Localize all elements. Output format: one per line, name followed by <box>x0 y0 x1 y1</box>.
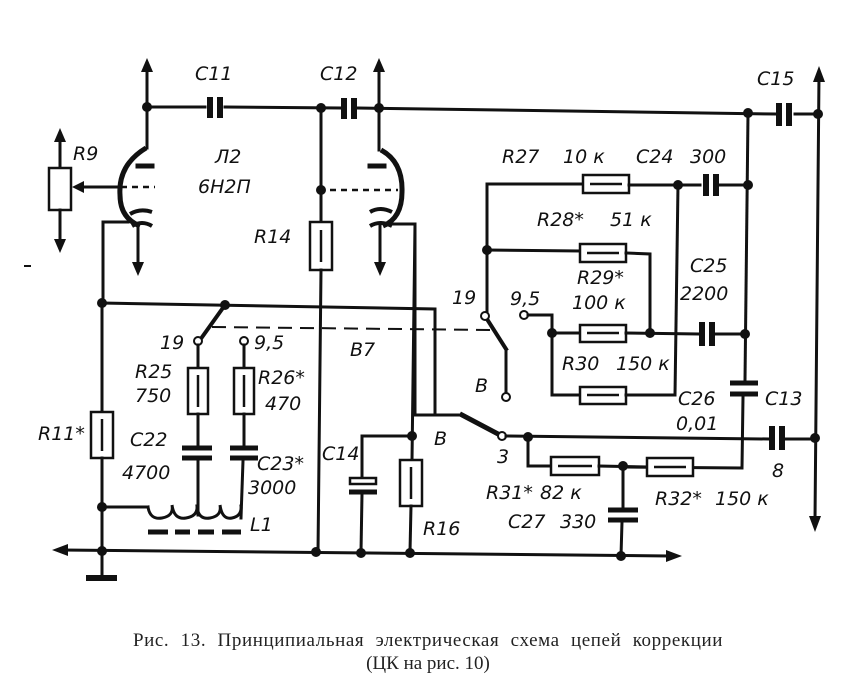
label-r32-name: R32* <box>655 488 702 510</box>
label-r28-name: R28* <box>537 209 584 231</box>
switch-linkage <box>211 326 491 331</box>
junction-dot <box>97 502 107 512</box>
label-c22-name: C22 <box>130 429 167 451</box>
label-r9: R9 <box>73 143 98 165</box>
junction-dot <box>743 108 753 118</box>
wire <box>360 434 414 478</box>
label-c26-value: 0,01 <box>676 413 718 435</box>
capacitor-c11 <box>207 97 223 118</box>
correction-circuit-schematic: C11 C12 R9 Л2 6Н2П <box>24 58 825 581</box>
wire <box>619 520 624 558</box>
label-r29-value: 100 к <box>572 292 626 314</box>
wire <box>485 182 585 317</box>
label-c13-value: 8 <box>772 460 784 482</box>
junction-dot <box>311 547 321 557</box>
vacuum-tube-right <box>330 147 405 229</box>
wire <box>100 301 464 417</box>
wire <box>526 435 552 468</box>
label-c22-value: 4700 <box>122 462 170 484</box>
label-r31-name: R31* <box>486 482 533 504</box>
label-tube-name: Л2 <box>214 146 241 168</box>
label-r14: R14 <box>254 226 291 248</box>
label-switch: B7 <box>350 339 375 361</box>
label-r27-name: R27 <box>502 146 539 168</box>
label-c23-name: C23* <box>257 453 304 475</box>
label-tube-type: 6Н2П <box>198 176 251 198</box>
label-c14: C14 <box>322 443 359 465</box>
label-c12: C12 <box>320 63 357 85</box>
vacuum-tube-left <box>117 145 155 229</box>
wire <box>624 331 700 336</box>
label-c24-name: C24 <box>636 146 673 168</box>
plate-supply-arrow-2 <box>373 58 385 152</box>
wire <box>743 112 750 382</box>
label-contact-3: 3 <box>497 446 509 468</box>
label-c25-value: 2200 <box>680 283 728 305</box>
label-r25-value: 750 <box>135 385 171 407</box>
label-r31-value: 82 к <box>540 482 582 504</box>
label-r25-name: R25 <box>135 361 172 383</box>
switch-blade-right <box>482 313 509 352</box>
wire <box>101 220 130 302</box>
top-bus-wire <box>148 105 820 116</box>
wire <box>624 251 652 335</box>
cathode-arrow-1 <box>132 224 144 276</box>
label-r30-name: R30 <box>562 353 599 375</box>
label-c27-name: C27 <box>508 511 545 533</box>
label-r26-value: 470 <box>265 393 301 415</box>
wire <box>408 504 413 554</box>
capacitor-c14 <box>348 476 378 486</box>
junction-dot <box>813 109 823 119</box>
figure-caption-line-1: Рис. 13. Принципиальная электрическая сх… <box>132 630 724 651</box>
wire <box>316 268 323 554</box>
label-r27-value: 10 к <box>563 146 605 168</box>
label-contact-9-5-right: 9,5 <box>510 288 540 310</box>
label-r29-name: R29* <box>577 267 624 289</box>
junction-dot <box>645 328 655 338</box>
label-c25-name: C25 <box>690 255 727 277</box>
switch-blade-left <box>197 302 228 343</box>
potentiometer-r9 <box>47 128 122 253</box>
capacitor-c12 <box>341 98 357 119</box>
label-contact-B-right: B <box>475 375 488 397</box>
label-c26-name: C26 <box>678 388 715 410</box>
contact-B-right <box>501 392 511 402</box>
label-c11: C11 <box>195 63 232 85</box>
label-c13-name: C13 <box>765 388 802 410</box>
cathode-arrow-2 <box>374 224 386 276</box>
bottom-bus-wire <box>52 544 682 562</box>
label-l1: L1 <box>250 514 273 536</box>
label-c23-value: 3000 <box>248 477 296 499</box>
wire <box>526 313 582 397</box>
label-r11: R11* <box>38 423 85 445</box>
wire <box>504 434 770 441</box>
label-contact-9-5-left: 9,5 <box>254 332 284 354</box>
label-c15: C15 <box>757 68 794 90</box>
junction-dot <box>616 551 626 561</box>
switch-blade-lower <box>458 411 504 439</box>
label-contact-19-left: 19 <box>160 332 184 354</box>
figure-caption-line-2: (ЦК на рис. 10) <box>366 653 490 674</box>
wire <box>359 492 364 554</box>
inductor-l1 <box>100 504 243 535</box>
label-lower-B: B <box>434 428 447 450</box>
label-r16: R16 <box>423 518 460 540</box>
wire <box>410 222 417 462</box>
label-r32-value: 150 к <box>715 488 769 510</box>
wire <box>485 248 582 253</box>
contact-19-right <box>480 311 490 321</box>
label-r28-value: 51 к <box>610 209 652 231</box>
junction-dot <box>142 102 152 112</box>
label-r30-value: 150 к <box>616 353 670 375</box>
label-contact-19-right: 19 <box>452 287 476 309</box>
label-c27-value: 330 <box>560 511 596 533</box>
output-line <box>809 66 825 532</box>
label-c24-value: 300 <box>690 146 726 168</box>
junction-dot <box>316 185 326 195</box>
wire <box>673 183 680 397</box>
label-r26-name: R26* <box>258 367 305 389</box>
